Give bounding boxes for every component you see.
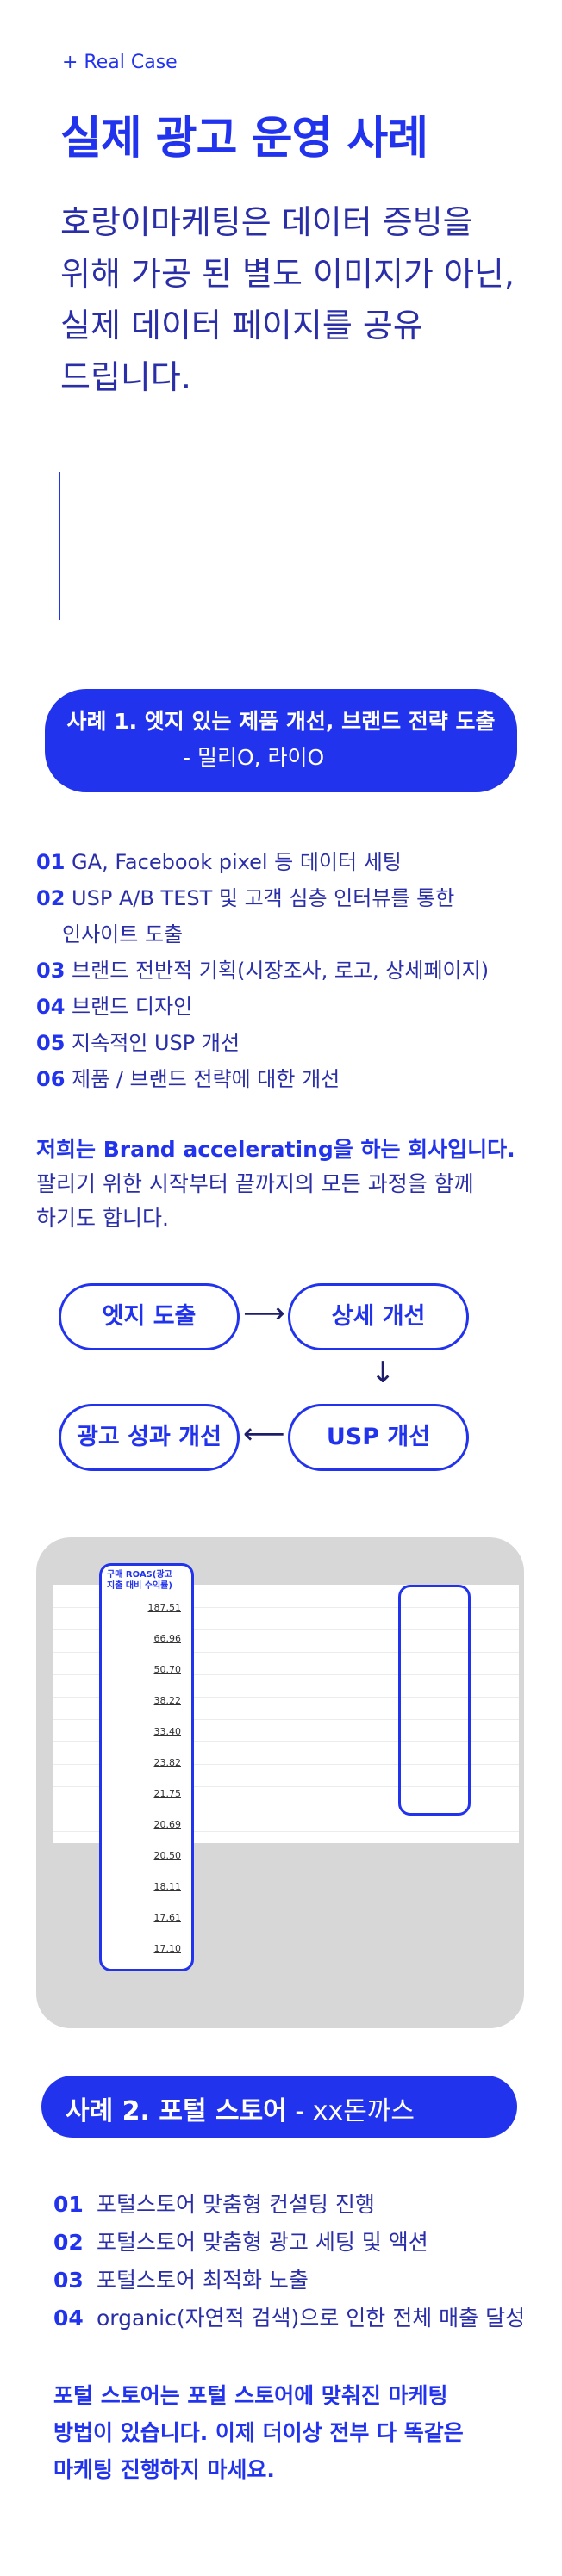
- list-item: 04 organic(자연적 검색)으로 인한 전체 매출 달성: [53, 2300, 525, 2337]
- list-item: 01 GA, Facebook pixel 등 데이터 세팅: [36, 844, 489, 880]
- divider-line: [59, 472, 60, 620]
- closing-line: 포털 스토어는 포털 스토어에 맞춰진 마케팅: [53, 2383, 448, 2408]
- motto-bold: 저희는 Brand accelerating을 하는 회사입니다.: [36, 1137, 515, 1162]
- motto-line: 팔리기 위한 시작부터 끝까지의 모든 과정을 함께: [36, 1171, 474, 1196]
- list-item: 06 제품 / 브랜드 전략에 대한 개선: [36, 1061, 489, 1097]
- case1-title-pill: 사례 1. 엣지 있는 제품 개선, 브랜드 전략 도출 - 밀리O, 라이O: [45, 689, 517, 792]
- step-text: USP A/B TEST 및 고객 심층 인터뷰를 통한: [72, 886, 455, 910]
- roas-header-line: 구매 ROAS(광고: [107, 1570, 172, 1580]
- roas-value: 23.82: [153, 1757, 182, 1768]
- step-number: 02: [53, 2230, 84, 2255]
- flow-node-detail: 상세 개선: [288, 1283, 469, 1350]
- list-item: 03 브랜드 전반적 기획(시장조사, 로고, 상세페이지): [36, 953, 489, 989]
- list-item: 05 지속적인 USP 개선: [36, 1025, 489, 1061]
- roas-value: 20.69: [153, 1819, 182, 1830]
- motto-line: 하기도 합니다.: [36, 1206, 169, 1231]
- roas-value: 33.40: [153, 1726, 182, 1737]
- step-number: 01: [53, 2192, 84, 2217]
- list-item: 01 포털스토어 맞춤형 컨설팅 진행: [53, 2186, 525, 2224]
- table-row: [53, 1697, 519, 1720]
- table-row: [53, 1585, 519, 1608]
- table-row: [53, 1607, 519, 1630]
- arrow-left-icon: ⟵: [243, 1417, 285, 1451]
- roas-value: 187.51: [147, 1602, 182, 1613]
- step-text: 포털스토어 최적화 노출: [97, 2268, 309, 2293]
- lead-line: 호랑이마케팅은 데이터 증빙을: [60, 203, 473, 241]
- company-motto: 저희는 Brand accelerating을 하는 회사입니다. 팔리기 위한…: [36, 1133, 536, 1236]
- lead-line: 실제 데이터 페이지를 공유: [60, 307, 423, 345]
- roas-value: 20.50: [153, 1850, 182, 1861]
- list-item: 02 포털스토어 맞춤형 광고 세팅 및 액션: [53, 2224, 525, 2262]
- flow-node-usp: USP 개선: [288, 1404, 469, 1471]
- case1-step-list: 01 GA, Facebook pixel 등 데이터 세팅 02 USP A/…: [36, 844, 489, 1097]
- step-text: 제품 / 브랜드 전략에 대한 개선: [72, 1067, 340, 1091]
- flow-node-edge: 엣지 도출: [59, 1283, 240, 1350]
- roas-value: 17.61: [153, 1912, 182, 1923]
- list-item: 인사이트 도출: [36, 916, 489, 953]
- roas-value: 18.11: [153, 1881, 182, 1892]
- step-number: 02: [36, 886, 66, 910]
- lead-line: 드립니다.: [60, 358, 191, 396]
- roas-highlight-outline: [398, 1585, 471, 1816]
- step-number: 01: [36, 850, 66, 874]
- step-text: 브랜드 디자인: [72, 995, 193, 1019]
- case1-subtitle: - 밀리O, 라이O: [183, 745, 325, 770]
- step-text: organic(자연적 검색)으로 인한 전체 매출 달성: [97, 2306, 526, 2331]
- table-row: [53, 1741, 519, 1765]
- step-text: 포털스토어 맞춤형 광고 세팅 및 액션: [97, 2230, 428, 2255]
- list-item: 02 USP A/B TEST 및 고객 심층 인터뷰를 통한: [36, 880, 489, 916]
- lead-text: 호랑이마케팅은 데이터 증빙을 위해 가공 된 별도 이미지가 아닌, 실제 데…: [60, 196, 543, 403]
- roas-value: 21.75: [153, 1788, 182, 1799]
- case2-title-bold: 사례 2. 포털 스토어: [66, 2096, 287, 2126]
- case1-title: 사례 1. 엣지 있는 제품 개선, 브랜드 전략 도출: [66, 709, 496, 734]
- closing-statement: 포털 스토어는 포털 스토어에 맞춰진 마케팅 방법이 있습니다. 이제 더이상…: [53, 2377, 519, 2488]
- step-text: 포털스토어 맞춤형 컨설팅 진행: [97, 2192, 375, 2217]
- step-number: 03: [36, 959, 66, 983]
- lead-line: 위해 가공 된 별도 이미지가 아닌,: [60, 255, 515, 293]
- table-row: [53, 1629, 519, 1653]
- case2-step-list: 01 포털스토어 맞춤형 컨설팅 진행 02 포털스토어 맞춤형 광고 세팅 및 액…: [53, 2186, 525, 2337]
- step-text: 브랜드 전반적 기획(시장조사, 로고, 상세페이지): [72, 959, 490, 983]
- table-row: [53, 1809, 519, 1832]
- arrow-right-icon: ⟶: [243, 1296, 285, 1331]
- table-row: [53, 1652, 519, 1675]
- roas-value: 17.10: [153, 1943, 182, 1954]
- roas-header: 구매 ROAS(광고 지출 대비 수익률): [107, 1569, 172, 1592]
- table-row: [53, 1764, 519, 1787]
- step-number: 06: [36, 1067, 66, 1091]
- case2-title: 사례 2. 포털 스토어 - xx돈까스: [66, 2089, 415, 2127]
- table-row: [53, 1786, 519, 1809]
- roas-value: 66.96: [153, 1633, 182, 1644]
- step-text: 지속적인 USP 개선: [72, 1031, 240, 1055]
- section-tag: + Real Case: [62, 52, 178, 73]
- step-number: 04: [36, 995, 66, 1019]
- closing-line: 방법이 있습니다. 이제 더이상 전부 다 똑같은: [53, 2420, 464, 2445]
- case2-title-pill: 사례 2. 포털 스토어 - xx돈까스: [41, 2076, 517, 2138]
- step-text: GA, Facebook pixel 등 데이터 세팅: [72, 850, 402, 874]
- roas-value: 50.70: [153, 1664, 182, 1675]
- closing-line: 마케팅 진행하지 마세요.: [53, 2457, 275, 2482]
- table-row: [53, 1719, 519, 1742]
- list-item: 04 브랜드 디자인: [36, 989, 489, 1025]
- roas-highlight-column: 구매 ROAS(광고 지출 대비 수익률) 187.51 66.96 50.70…: [99, 1563, 194, 1971]
- page-title: 실제 광고 운영 사례: [60, 113, 428, 164]
- step-number: 03: [53, 2268, 84, 2293]
- roas-value: 38.22: [153, 1695, 182, 1706]
- case2-title-rest: - xx돈까스: [286, 2096, 415, 2126]
- list-item: 03 포털스토어 최적화 노출: [53, 2262, 525, 2300]
- step-text: 인사이트 도출: [62, 922, 184, 947]
- flow-node-ad: 광고 성과 개선: [59, 1404, 240, 1471]
- table-row: [53, 1674, 519, 1698]
- roas-header-line: 지출 대비 수익률): [107, 1581, 172, 1591]
- step-number: 05: [36, 1031, 66, 1055]
- arrow-down-icon: ↓: [371, 1356, 396, 1390]
- step-number: 04: [53, 2306, 84, 2331]
